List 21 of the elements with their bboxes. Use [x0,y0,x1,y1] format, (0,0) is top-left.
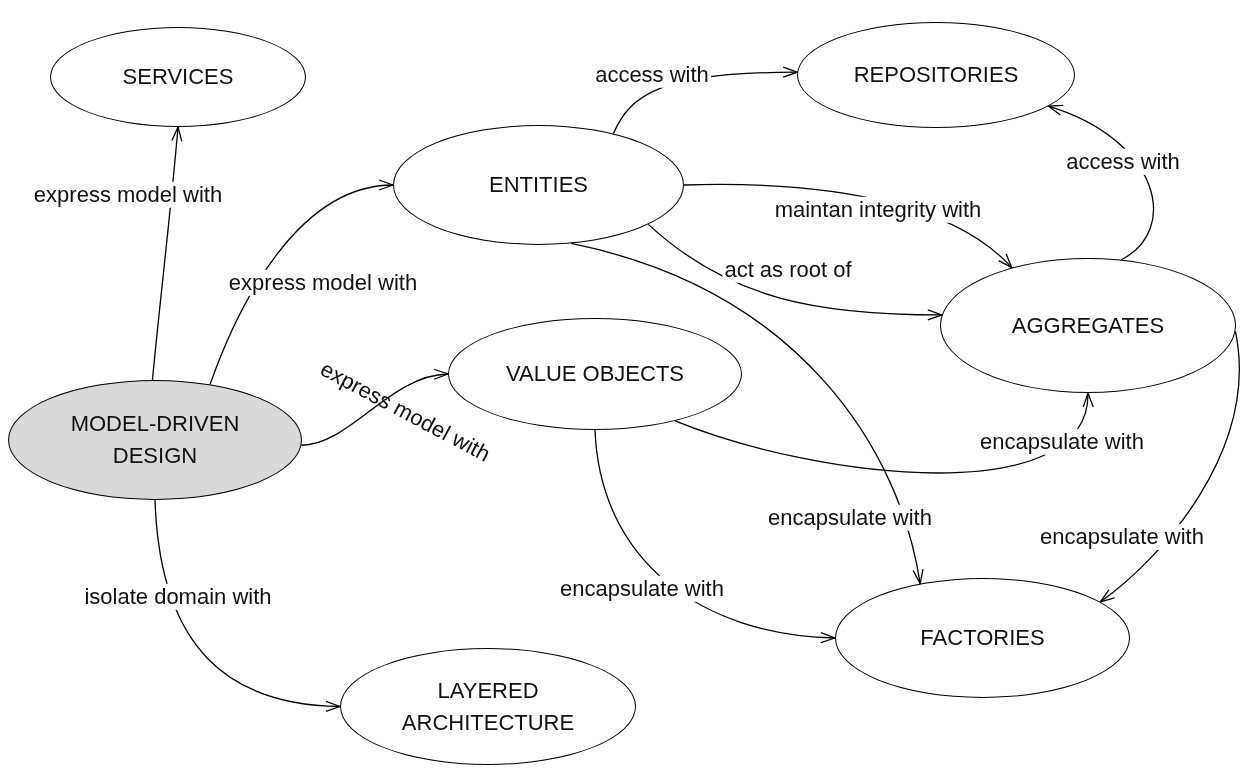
arrow [154,499,341,712]
arrow [1099,330,1240,603]
arrow [300,369,449,446]
node-label: SERVICES [122,63,234,92]
edge-label: encapsulate with [1038,523,1206,551]
arrow [151,126,183,381]
node-label: FACTORIES [920,624,1045,653]
edge-label: encapsulate with [766,504,934,532]
edge-label: encapsulate with [558,575,726,603]
arrow [209,180,394,385]
edge-label: access with [1064,148,1182,176]
node-label: AGGREGATES [1011,311,1165,340]
node-label: MODEL-DRIVEN DESIGN [69,410,241,470]
edge-label: isolate domain with [82,583,274,611]
edge-label: encapsulate with [978,428,1146,456]
node-label: ENTITIES [489,171,588,200]
node-label: VALUE OBJECTS [505,360,685,389]
node-label: REPOSITORIES [853,61,1019,90]
node-label: LAYERED ARCHITECTURE [400,676,576,737]
arrow [674,392,1091,474]
arrow [647,223,943,321]
